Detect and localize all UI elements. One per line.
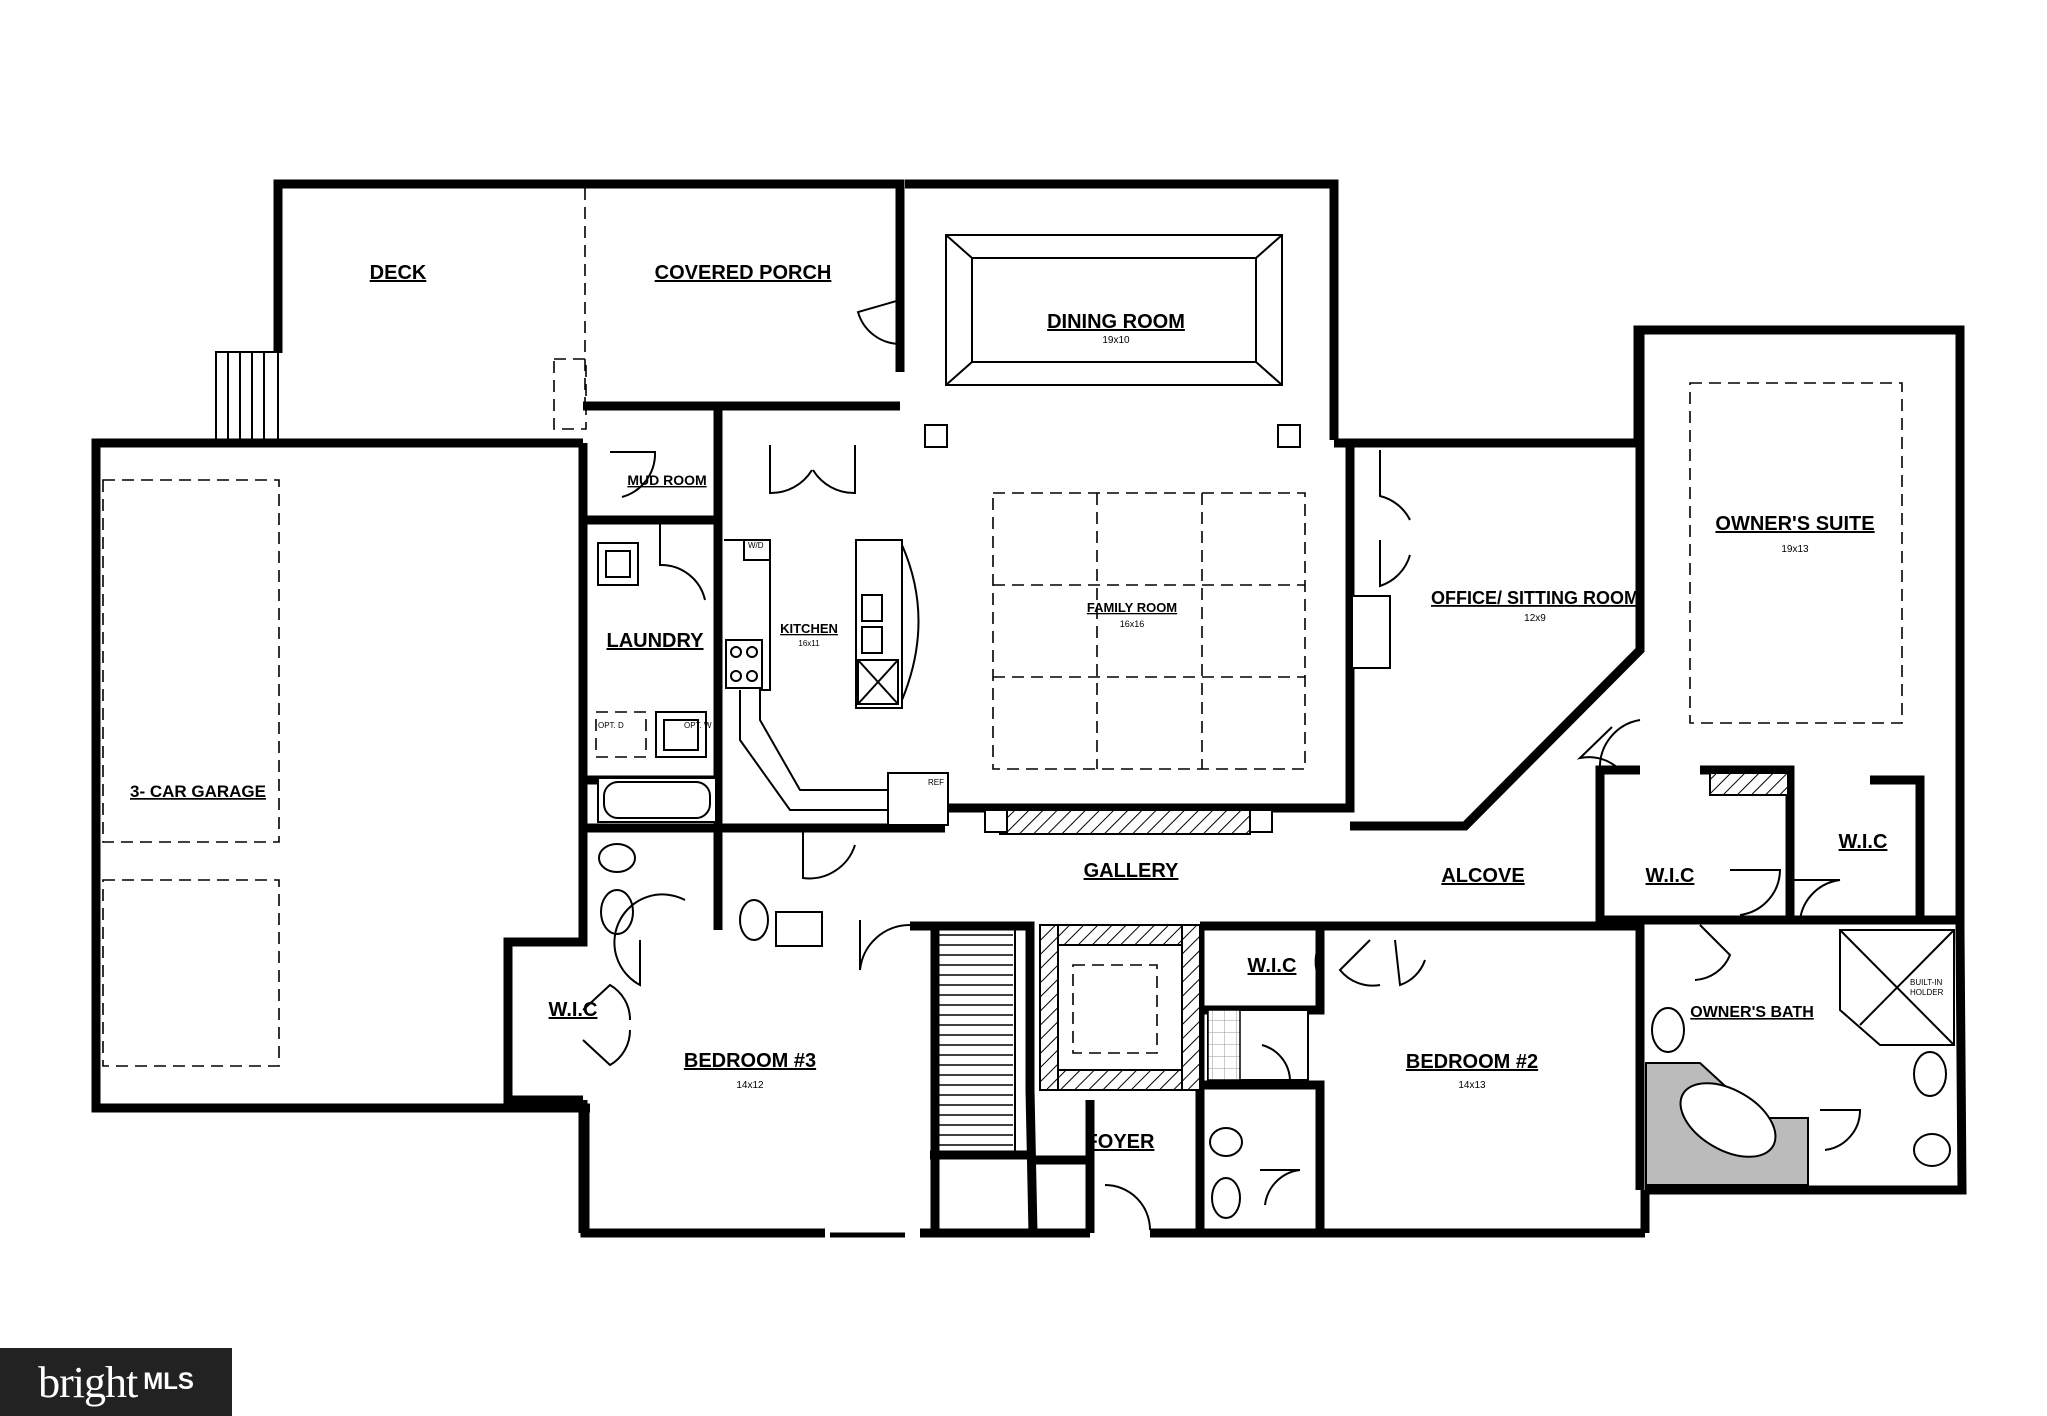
fireplace — [1351, 595, 1391, 669]
windows — [95, 183, 1965, 1238]
label-wic-suite-2: W.I.C — [1839, 831, 1888, 853]
label-owners-bath: OWNER'S BATH — [1690, 1004, 1814, 1021]
label-wd: W/D — [748, 541, 764, 550]
label-holder: HOLDER — [1910, 988, 1944, 997]
label-foyer: FOYER — [1086, 1131, 1155, 1153]
label-mud-room: MUD ROOM — [627, 472, 706, 488]
size-kitchen: 16x11 — [798, 639, 820, 648]
staircase — [934, 924, 1016, 1156]
dining-ceiling — [945, 234, 1283, 386]
size-owners-suite: 19x13 — [1781, 544, 1809, 555]
label-wic-bed3: W.I.C — [549, 999, 598, 1021]
label-owners-suite: OWNER'S SUITE — [1715, 513, 1874, 535]
columns — [924, 424, 1301, 833]
label-gallery: GALLERY — [1084, 860, 1179, 882]
watermark-mls: MLS — [143, 1368, 194, 1395]
label-laundry: LAUNDRY — [606, 630, 704, 652]
label-wic-suite-1: W.I.C — [1646, 865, 1695, 887]
size-bedroom3: 14x12 — [736, 1080, 764, 1091]
size-family-room: 16x16 — [1120, 619, 1145, 629]
bath-fixtures — [597, 777, 1955, 1219]
label-alcove: ALCOVE — [1441, 865, 1524, 887]
label-kitchen: KITCHEN — [780, 621, 838, 636]
bright-mls-watermark: bright MLS — [0, 1348, 232, 1416]
label-dining-room: DINING ROOM — [1047, 311, 1185, 333]
room-labels: DECK COVERED PORCH DINING ROOM 19x10 OWN… — [130, 262, 1944, 1153]
watermark-brand: bright — [38, 1357, 138, 1407]
laundry-fixtures — [595, 542, 707, 758]
doors — [582, 299, 1862, 1231]
label-garage: 3- CAR GARAGE — [130, 782, 266, 801]
label-opt-d: OPT. D — [598, 721, 624, 730]
size-office: 12x9 — [1524, 613, 1546, 624]
label-ref: REF — [928, 778, 944, 787]
label-wic-bed2: W.I.C — [1248, 955, 1297, 977]
label-bedroom2: BEDROOM #2 — [1406, 1051, 1538, 1073]
size-bedroom2: 14x13 — [1458, 1080, 1486, 1091]
kitchen-fixtures — [724, 539, 949, 830]
dashed-elements — [102, 188, 1903, 1067]
size-dining-room: 19x10 — [1102, 335, 1130, 346]
label-opt-w: OPT. W — [684, 721, 712, 730]
label-bedroom3: BEDROOM #3 — [684, 1050, 816, 1072]
label-built-in: BUILT-IN — [1910, 978, 1943, 987]
label-covered-porch: COVERED PORCH — [655, 262, 832, 284]
label-family-room: FAMILY ROOM — [1087, 600, 1177, 615]
label-office: OFFICE/ SITTING ROOM — [1431, 588, 1639, 608]
label-deck: DECK — [370, 262, 427, 284]
